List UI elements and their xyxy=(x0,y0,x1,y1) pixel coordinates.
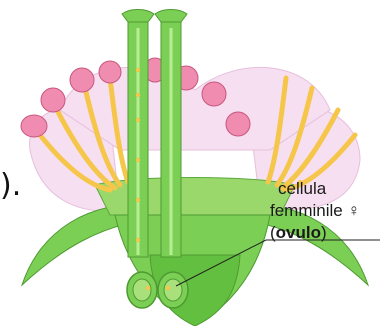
label-ovulo-close: ) xyxy=(321,223,327,242)
label-ovulo: (ovulo) xyxy=(270,224,327,241)
leading-punctuation: ). xyxy=(0,168,21,203)
label-femminile: femminile ♀ xyxy=(270,202,360,219)
label-ovulo-word: ovulo xyxy=(276,223,321,242)
label-cellula: cellula xyxy=(278,180,326,197)
